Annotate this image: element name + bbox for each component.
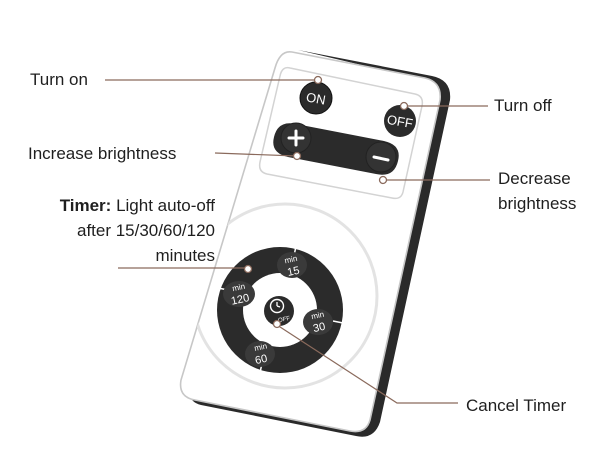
callout-increase-brightness: Increase brightness	[28, 144, 177, 163]
increase-button[interactable]	[287, 129, 305, 147]
timer-15-value: 15	[286, 265, 300, 279]
leader-lines	[105, 79, 490, 404]
timer-60-button[interactable]: min 60	[245, 341, 275, 367]
callout-timer-label: Timer:	[59, 196, 112, 215]
callout-decrease-line2: brightness	[498, 194, 577, 213]
on-button-label: ON	[305, 89, 327, 107]
cancel-timer-button[interactable]: OFF	[264, 296, 294, 326]
timer-120-button[interactable]: min 120	[223, 281, 255, 308]
off-button-label: OFF	[386, 112, 414, 131]
on-button[interactable]: ON	[299, 81, 333, 115]
decrease-button[interactable]	[372, 155, 390, 162]
callout-cancel-timer: Cancel Timer	[466, 396, 567, 415]
leader-increase	[214, 152, 298, 157]
leader-dots	[243, 75, 409, 329]
timer-15-unit: min	[284, 254, 298, 265]
brightness-rocker[interactable]	[273, 122, 399, 175]
callout-timer-line2: after 15/30/60/120	[76, 221, 215, 240]
button-panel	[258, 66, 424, 200]
callout-turn-off: Turn off	[494, 96, 552, 115]
callout-decrease-line1: Decrease	[498, 169, 571, 188]
leader-cancel	[276, 324, 458, 404]
minus-icon	[372, 155, 390, 162]
timer-120-value: 120	[230, 292, 250, 308]
callout-timer-line3: minutes	[155, 246, 215, 265]
off-button[interactable]: OFF	[384, 105, 416, 137]
timer-60-unit: min	[253, 341, 267, 352]
callout-turn-on: Turn on	[30, 70, 88, 89]
timer-15-button[interactable]: min 15	[277, 252, 307, 279]
timer-120-unit: min	[231, 282, 245, 293]
timer-30-unit: min	[310, 310, 324, 321]
timer-30-button[interactable]: min 30	[303, 309, 333, 335]
callout-timer: Timer: Light auto-off after 15/30/60/120…	[5, 193, 215, 268]
timer-60-value: 60	[254, 353, 268, 367]
cancel-timer-icon-label: OFF	[278, 316, 291, 324]
callout-decrease-brightness: Decrease brightness	[498, 166, 576, 216]
clock-icon	[269, 298, 285, 314]
timer-30-value: 30	[312, 321, 326, 335]
callout-timer-line1: Light auto-off	[111, 196, 215, 215]
